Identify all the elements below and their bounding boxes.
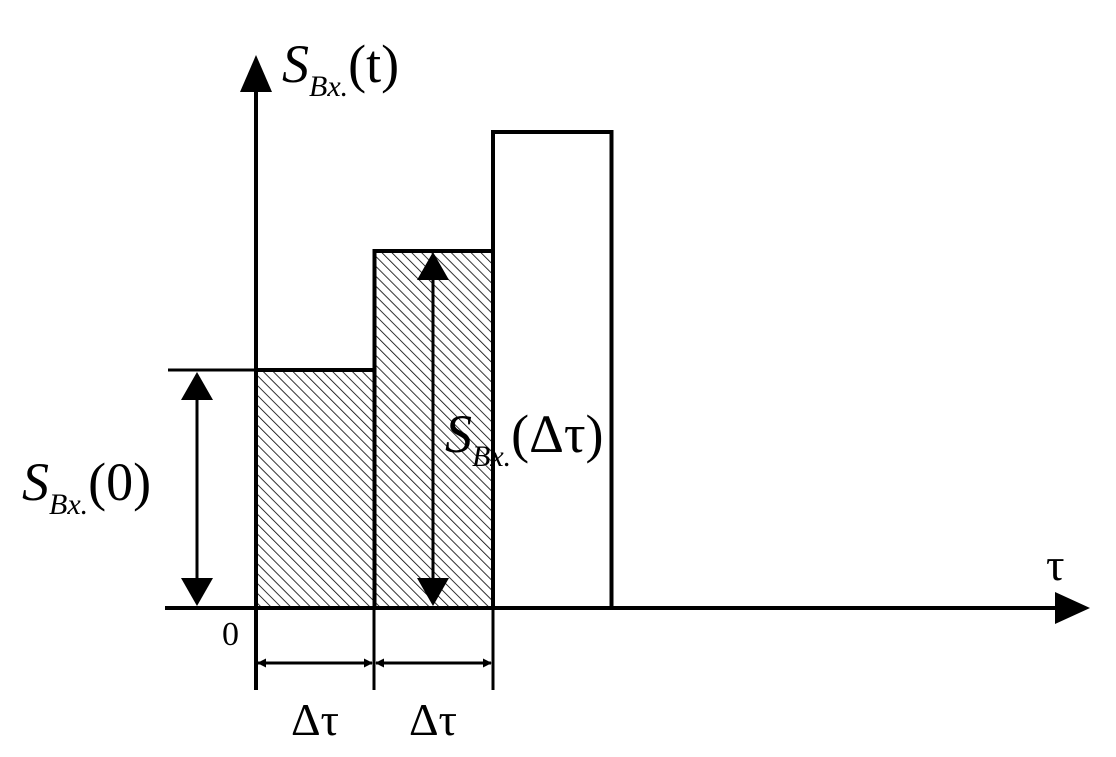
- s0-arrow-up: [181, 372, 213, 400]
- step-bar-3: [491, 130, 614, 610]
- y-axis-arrowhead: [240, 55, 272, 92]
- step-label-1: Δτ: [291, 694, 339, 745]
- x-axis-label: τ: [1046, 539, 1065, 590]
- step-label-2: Δτ: [409, 694, 457, 745]
- s0-label: SBx.(0): [22, 452, 151, 521]
- sdt-label: SBx.(Δτ): [445, 404, 604, 473]
- x-axis-arrowhead: [1055, 592, 1090, 624]
- s0-arrow-down: [181, 578, 213, 606]
- sdt-arrow-down: [417, 578, 449, 606]
- origin-label: 0: [222, 616, 239, 653]
- y-axis-label: SBx.(t): [282, 34, 399, 103]
- sdt-arrow-up: [417, 252, 449, 280]
- step-bar-1: [254, 368, 377, 610]
